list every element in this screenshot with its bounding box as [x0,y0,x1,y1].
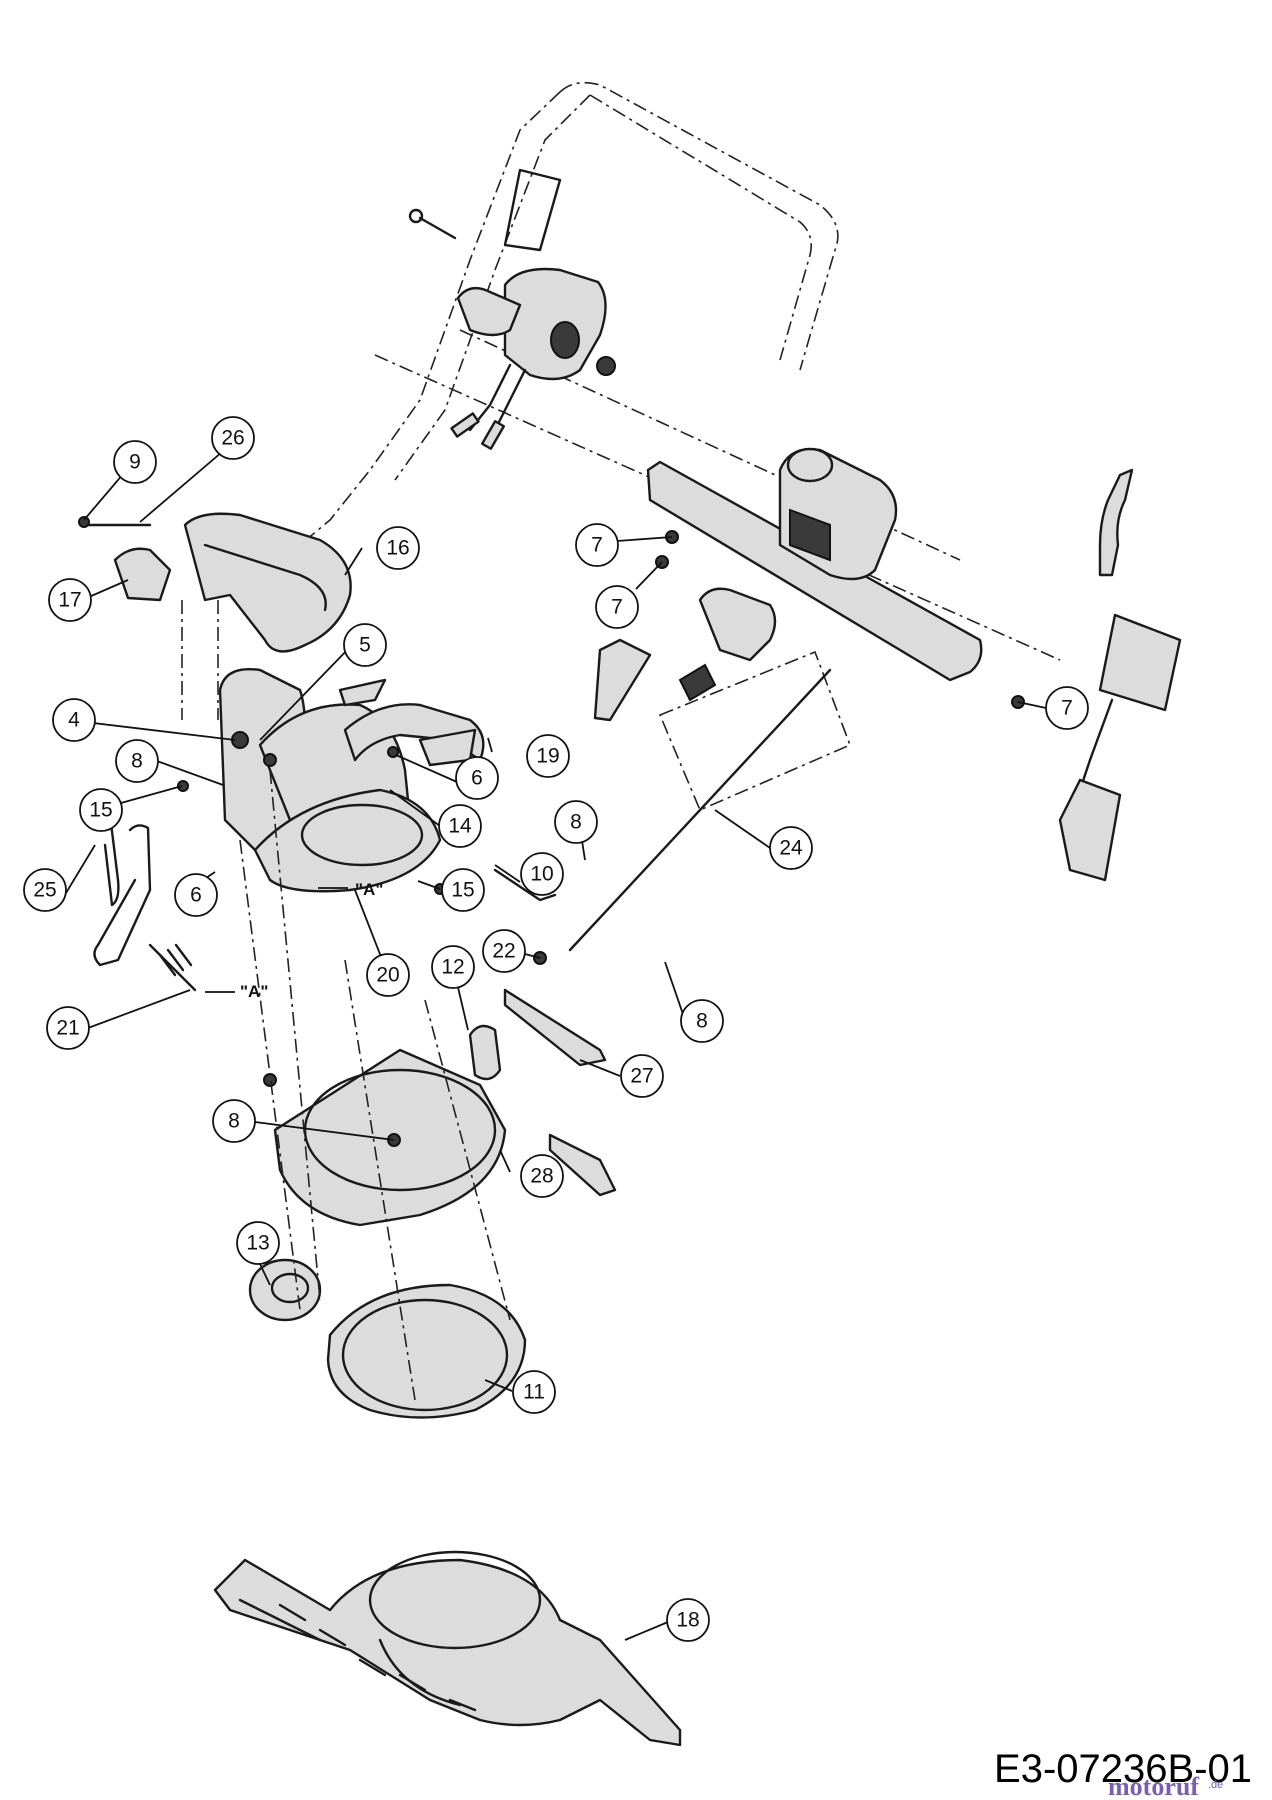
callout-25: 25 [23,868,67,912]
svg-text:15: 15 [89,799,112,822]
svg-text:15: 15 [451,879,474,902]
callout-7: 7 [595,585,639,629]
svg-text:17: 17 [58,589,81,612]
svg-text:22: 22 [492,940,515,963]
callout-11: 11 [512,1370,556,1414]
svg-text:7: 7 [591,534,603,557]
reference-marks: "A" "A" [205,880,383,1001]
callout-7: 7 [1045,686,1089,730]
svg-text:13: 13 [246,1232,269,1255]
svg-text:26: 26 [221,427,244,450]
svg-text:14: 14 [448,815,472,838]
svg-text:10: 10 [530,863,553,886]
svg-text:16: 16 [386,537,409,560]
callout-28: 28 [520,1154,564,1198]
svg-text:7: 7 [1061,697,1073,720]
svg-text:6: 6 [471,767,483,790]
callout-15: 15 [79,788,123,832]
watermark: motoruf [1108,1772,1199,1800]
svg-text:5: 5 [359,634,371,657]
gear-ring [239,769,527,1419]
callout-6: 6 [455,756,499,800]
svg-text:24: 24 [779,837,803,860]
right-lever-assembly [568,447,1182,952]
callout-8: 8 [115,739,159,783]
reference-mark-a: "A" [355,880,383,899]
callout-21: 21 [46,1006,90,1050]
callout-7: 7 [575,523,619,567]
callout-6: 6 [174,873,218,917]
callout-12: 12 [431,945,475,989]
svg-text:25: 25 [33,879,56,902]
callout-20: 20 [366,953,410,997]
watermark-tld: .de [1208,1779,1223,1791]
svg-text:21: 21 [56,1017,79,1040]
chute-assembly [177,668,485,895]
callout-17: 17 [48,578,92,622]
callout-24: 24 [769,826,813,870]
svg-text:18: 18 [676,1609,699,1632]
callout-18: 18 [666,1598,710,1642]
callout-22: 22 [482,929,526,973]
callout-19: 19 [526,734,570,778]
svg-text:12: 12 [441,956,464,979]
callout-14: 14 [438,804,482,848]
callout-27: 27 [620,1054,664,1098]
chute-base-plate [263,1048,507,1227]
spring-brackets [93,812,617,1197]
svg-text:7: 7 [611,596,623,619]
svg-text:20: 20 [376,964,399,987]
svg-text:9: 9 [129,451,141,474]
callouts: 9 26 17 16 5 4 8 15 19 6 14 25 6 15 10 8… [23,416,1089,1642]
svg-text:19: 19 [536,745,559,768]
reference-mark-a: "A" [240,982,268,1001]
callout-5: 5 [343,623,387,667]
svg-text:27: 27 [630,1065,653,1088]
svg-text:8: 8 [131,750,143,773]
handle-frame [299,81,1061,661]
drawing-code: E3-07236B-01 [994,1747,1252,1791]
callout-8: 8 [554,800,598,844]
callout-4: 4 [52,698,96,742]
callout-15: 15 [441,868,485,912]
svg-text:4: 4 [68,709,80,732]
svg-text:11: 11 [523,1381,545,1404]
callout-8: 8 [680,999,724,1043]
callout-9: 9 [113,440,157,484]
control-console [408,168,616,450]
svg-text:6: 6 [190,884,202,907]
chute-housing [213,1550,682,1747]
chute-deflector [78,512,352,720]
callout-10: 10 [520,852,564,896]
svg-text:8: 8 [228,1110,240,1133]
svg-text:28: 28 [530,1165,553,1188]
callout-16: 16 [376,526,420,570]
callout-8: 8 [212,1099,256,1143]
svg-text:8: 8 [696,1010,708,1033]
callout-13: 13 [236,1221,280,1265]
callout-26: 26 [211,416,255,460]
svg-text:8: 8 [570,811,582,834]
